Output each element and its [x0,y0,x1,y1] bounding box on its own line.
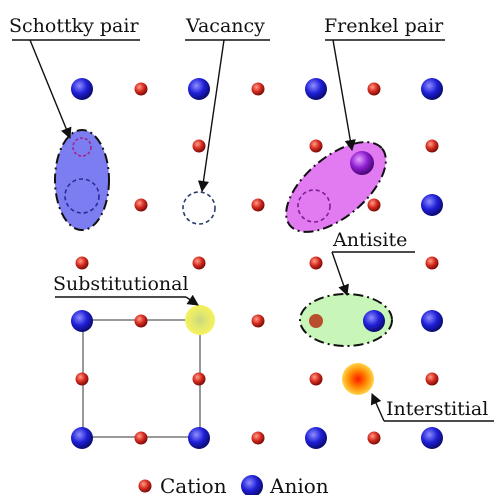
cation-atom [252,315,265,328]
anion-lattice [71,78,443,449]
anion-atom [421,194,443,216]
legend-cation-label: Cation [160,474,227,495]
anion-atom [421,310,443,332]
vacancy-arrow [202,40,224,191]
cation-atom [310,373,323,386]
schottky-label: Schottky pair [9,15,139,37]
cation-atom [426,257,439,270]
cation-atom [310,140,323,153]
frenkel-arrow [333,40,352,150]
antisite-label: Antisite [332,229,407,251]
cation-atom [135,83,148,96]
anion-atom [421,78,443,100]
anion-atom [71,310,93,332]
cation-atom [252,432,265,445]
cation-atom [252,83,265,96]
cation-atom [310,257,323,270]
interstitial-atom [342,363,374,395]
cation-atom [193,257,206,270]
vacancy-label: Vacancy [185,15,265,37]
cation-atom [76,257,89,270]
anion-atom [421,427,443,449]
schottky-arrow [30,40,70,138]
cation-atom [368,199,381,212]
cation-atom [135,432,148,445]
cation-atom [368,83,381,96]
interstitial-label: Interstitial [386,398,488,420]
antisite-anion-on-cation-site [363,310,385,332]
substitutional-arrow [186,297,198,305]
cation-lattice [76,83,439,445]
cation-atom [368,432,381,445]
anion-atom [71,427,93,449]
interstitial-arrow [372,394,384,421]
anion-atom [305,427,327,449]
vacancy-site [183,192,215,224]
anion-atom [188,78,210,100]
anion-atom [188,427,210,449]
cation-atom [252,199,265,212]
cation-atom [193,373,206,386]
cation-atom [135,199,148,212]
cation-atom [76,373,89,386]
cation-atom [426,140,439,153]
antisite-cation-on-anion-site [309,314,323,328]
schottky-region [55,130,109,230]
frenkel-interstitial-anion [350,151,374,175]
legend-anion-label: Anion [269,474,329,495]
cation-atom [193,140,206,153]
antisite-arrow [332,252,347,295]
legend: Cation Anion [139,474,329,495]
anion-atom [305,78,327,100]
frenkel-label: Frenkel pair [324,15,444,37]
anion-atom [71,78,93,100]
substitutional-label: Substitutional [53,273,189,295]
substitutional-atom [185,305,215,335]
legend-anion-icon [241,475,263,495]
cation-atom [135,315,148,328]
cation-atom [426,373,439,386]
legend-cation-icon [139,480,152,493]
unit-cell-outline [83,320,200,437]
